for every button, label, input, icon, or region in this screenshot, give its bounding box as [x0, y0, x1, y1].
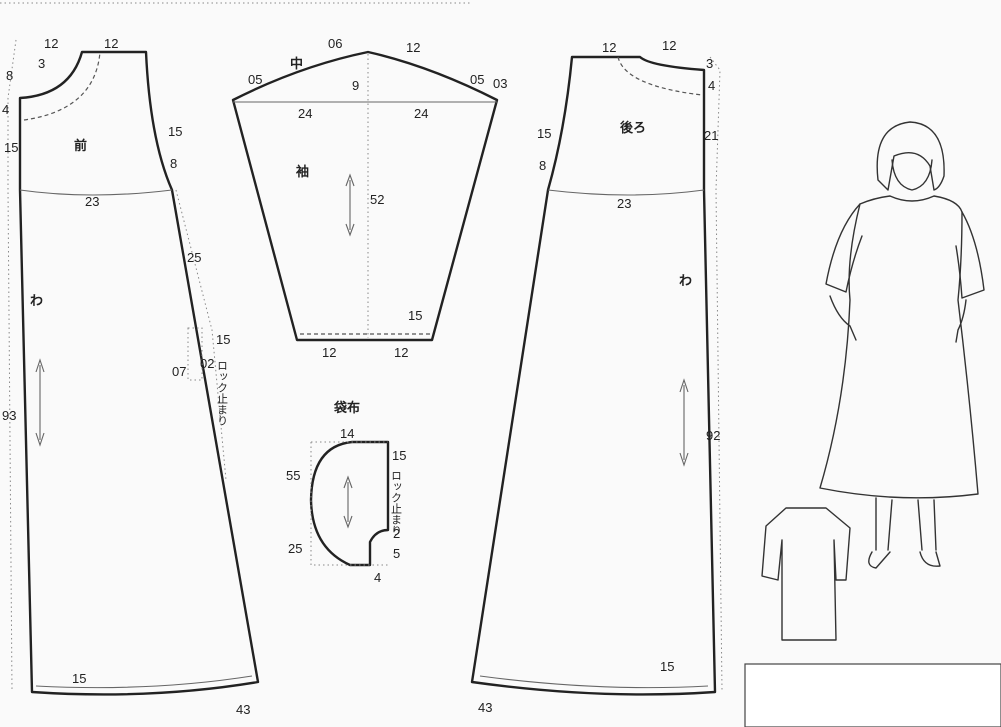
sleeve-top-12: 12	[406, 40, 420, 55]
front-bust-line	[19, 189, 173, 196]
pocket-right-text: ロック止まり	[390, 470, 403, 536]
back-label-15: 15	[537, 126, 551, 141]
front-side-guide	[175, 189, 227, 481]
sleeve-bottom-15: 15	[408, 308, 422, 323]
sleeve-left-05: 05	[248, 72, 262, 87]
front-hem-15: 15	[72, 671, 86, 686]
front-facing-line	[23, 51, 101, 121]
model-left-arm	[829, 295, 857, 341]
pocket-top-label: 14	[340, 426, 354, 441]
front-armhole-8: 8	[170, 156, 177, 171]
back-hem-guide	[479, 675, 709, 689]
pocket-right-2: 2	[393, 526, 400, 541]
back-width-label: 23	[617, 196, 631, 211]
back-label-3: 3	[706, 56, 713, 71]
front-length-label: 93	[2, 408, 16, 423]
front-label-8: 8	[6, 68, 13, 83]
front-hem-guide	[35, 675, 253, 689]
model-hair	[876, 121, 945, 191]
front-pocket-07: 07	[172, 364, 186, 379]
back-label-top-left: 12	[602, 40, 616, 55]
model-illustration	[744, 121, 1001, 727]
front-side-label: 25	[187, 250, 201, 265]
sleeve-right-24: 24	[414, 106, 428, 121]
front-fold-label: わ	[30, 294, 43, 309]
pocket-left-25: 25	[288, 541, 302, 556]
sleeve-right-05: 05	[470, 72, 484, 87]
corner-box	[744, 663, 1001, 727]
sleeve-bottom-left: 12	[322, 345, 336, 360]
front-armhole-15: 15	[168, 124, 182, 139]
flat-dress-sketch	[761, 507, 851, 641]
pocket-bottom-4: 4	[374, 570, 381, 585]
model-face	[891, 159, 933, 191]
back-fold-label: わ	[679, 274, 692, 289]
front-hem-43: 43	[236, 702, 250, 717]
sleeve-right-03: 03	[493, 76, 507, 91]
sleeve-bottom-right: 12	[394, 345, 408, 360]
back-label-top-right: 12	[662, 38, 676, 53]
sleeve-piece: 袖 中 06 12 05 05 03 9 24 24 52 15 12 12	[231, 36, 507, 360]
back-outline	[470, 55, 717, 696]
pocket-outline	[309, 440, 390, 567]
back-grain-arrow	[679, 378, 689, 467]
sleeve-length-label: 52	[370, 192, 384, 207]
model-right-sleeve	[955, 211, 985, 299]
pocket-right-15: 15	[392, 448, 406, 463]
model-dress	[819, 195, 979, 499]
sleeve-outline	[231, 50, 499, 342]
back-name: 後ろ	[620, 120, 646, 136]
back-facing-line	[617, 56, 703, 96]
back-piece: 後ろ 12 12 3 4 15 8 21 23 わ 92 15 43	[470, 38, 723, 715]
front-pocket-text: ロック止まり	[216, 360, 229, 426]
front-pocket-02: 02	[200, 356, 214, 371]
pocket-left-55: 55	[286, 468, 300, 483]
front-label-top-left: 12	[44, 36, 58, 51]
back-label-8: 8	[539, 158, 546, 173]
pocket-piece: 袋布 14 55 25 15 2 5 4 ロック止まり	[286, 400, 406, 585]
back-hem-15: 15	[660, 659, 674, 674]
front-width-label: 23	[85, 194, 99, 209]
front-label-top-right: 12	[104, 36, 118, 51]
front-name: 前	[74, 138, 87, 154]
model-left-sleeve	[825, 203, 863, 293]
back-label-4: 4	[708, 78, 715, 93]
front-grain-arrow	[35, 358, 45, 447]
back-label-21: 21	[704, 128, 718, 143]
sleeve-grain-arrow	[345, 173, 355, 237]
front-label-3: 3	[38, 56, 45, 71]
pocket-grain-arrow	[343, 475, 353, 529]
front-label-4: 4	[2, 102, 9, 117]
sleeve-center-label: 中	[290, 56, 303, 72]
model-shoes	[868, 551, 941, 569]
front-pocket-mark	[187, 327, 203, 381]
back-hem-43: 43	[478, 700, 492, 715]
front-label-15: 15	[4, 140, 18, 155]
pocket-size-guide	[310, 441, 388, 566]
back-length-label: 92	[706, 428, 720, 443]
sleeve-cap-9: 9	[352, 78, 359, 93]
pocket-name: 袋布	[333, 400, 360, 416]
front-size-guide	[7, 39, 17, 691]
pocket-right-5: 5	[393, 546, 400, 561]
model-right-arm	[955, 299, 967, 343]
sleeve-top-06: 06	[328, 36, 342, 51]
sleeve-left-24: 24	[298, 106, 312, 121]
sleeve-name: 袖	[296, 164, 309, 180]
front-piece: 前 12 12 8 3 4 15 15 8 23 25 わ 93 15 07 0…	[2, 36, 260, 717]
model-legs	[875, 497, 937, 551]
front-pocket-15: 15	[216, 332, 230, 347]
back-bust-line	[547, 189, 705, 196]
front-outline	[18, 50, 260, 696]
